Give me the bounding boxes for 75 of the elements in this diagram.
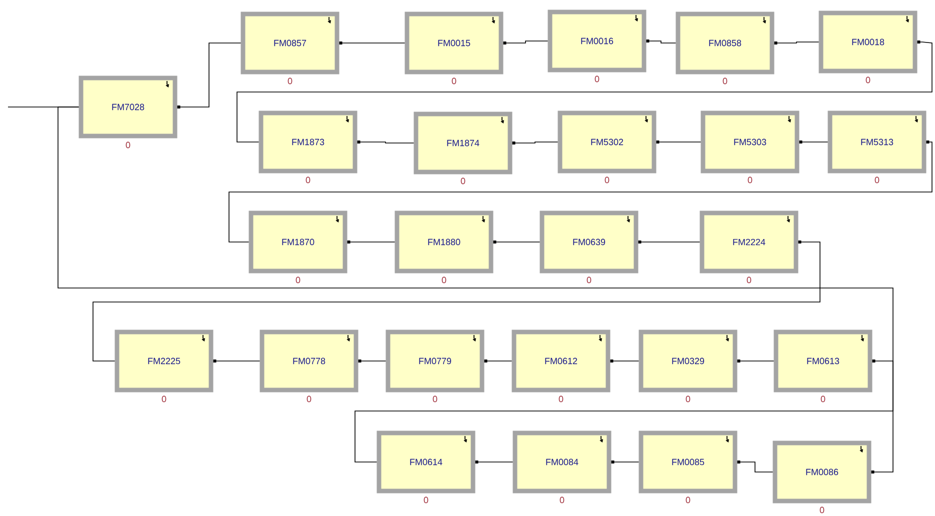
- counter-label: 0: [558, 396, 564, 402]
- process-box: FM1873: [258, 110, 358, 174]
- counter-label: 0: [748, 176, 752, 184]
- process-box: FM0778: [260, 330, 358, 392]
- connector-line: [58, 106, 894, 474]
- process-box: FM0857: [240, 12, 340, 74]
- counter-label: 0: [604, 176, 610, 184]
- connector-line: [484, 360, 512, 362]
- process-box: FM0639: [540, 210, 638, 274]
- counter-label: 0: [452, 78, 456, 84]
- process-box: FM2225: [114, 330, 214, 392]
- process-box: FM0613: [774, 330, 872, 392]
- process-box: FM0015: [404, 12, 504, 74]
- process-box: FM0084: [512, 430, 612, 494]
- process-box: FM5303: [700, 110, 800, 174]
- counter-label: 0: [686, 496, 690, 504]
- counter-label: 0: [306, 396, 312, 402]
- process-box: FM0086: [772, 440, 872, 504]
- process-box: FM1880: [394, 210, 494, 274]
- counter-label: 0: [288, 78, 292, 84]
- counter-label: 0: [126, 142, 130, 148]
- connector-line: [213, 360, 260, 362]
- counter-label: 0: [432, 396, 438, 402]
- counter-label: 0: [586, 276, 592, 284]
- counter-label: 0: [820, 506, 824, 514]
- process-box: FM0612: [512, 330, 610, 392]
- connector-line: [611, 460, 640, 464]
- counter-label: 0: [746, 276, 752, 284]
- connector-line: [656, 140, 702, 144]
- counter-label: 0: [424, 496, 428, 504]
- connector-line: [646, 40, 676, 44]
- connector-line: [354, 360, 894, 462]
- process-box: FM0329: [638, 330, 738, 392]
- connector-line: [228, 140, 932, 242]
- process-box: FM7028: [78, 76, 178, 138]
- counter-label: 0: [296, 276, 300, 284]
- connector-line: [503, 40, 548, 44]
- counter-label: 0: [560, 496, 564, 504]
- process-box: FM5302: [558, 110, 656, 174]
- counter-label: 0: [460, 178, 466, 184]
- connector-line: [177, 42, 242, 108]
- connector-line: [638, 240, 700, 244]
- connector-line: [512, 142, 558, 144]
- process-box: FM1870: [248, 210, 348, 274]
- connector-line: [339, 42, 406, 44]
- connector-line: [92, 240, 820, 362]
- connector-line: [358, 360, 386, 362]
- connector-line: [610, 360, 640, 362]
- connector-line: [493, 240, 540, 244]
- process-box: FM0018: [818, 10, 918, 74]
- process-box: FM2224: [700, 210, 798, 274]
- connector-line: [737, 460, 774, 472]
- counter-label: 0: [442, 276, 446, 284]
- counter-label: 0: [722, 78, 728, 84]
- process-box: FM0614: [376, 430, 476, 494]
- counter-label: 0: [874, 176, 880, 184]
- connector-line: [774, 42, 820, 44]
- connector-line: [236, 40, 932, 142]
- counter-label: 0: [820, 396, 826, 402]
- process-box: FM0779: [386, 330, 484, 392]
- connector-line: [357, 140, 414, 144]
- counter-label: 0: [866, 76, 870, 84]
- connector-line: [737, 360, 774, 362]
- counter-label: 0: [306, 176, 310, 184]
- process-box: FM5313: [828, 110, 926, 174]
- counter-label: 0: [162, 396, 166, 402]
- connector-line: [799, 140, 828, 144]
- process-box: FM1874: [414, 112, 512, 174]
- counter-label: 0: [594, 76, 600, 82]
- connector-line: [347, 240, 396, 244]
- process-box: FM0016: [548, 10, 646, 72]
- counter-label: 0: [686, 396, 690, 402]
- process-box: FM0085: [638, 430, 738, 494]
- process-box: FM0858: [676, 12, 774, 74]
- connector-line: [475, 460, 514, 464]
